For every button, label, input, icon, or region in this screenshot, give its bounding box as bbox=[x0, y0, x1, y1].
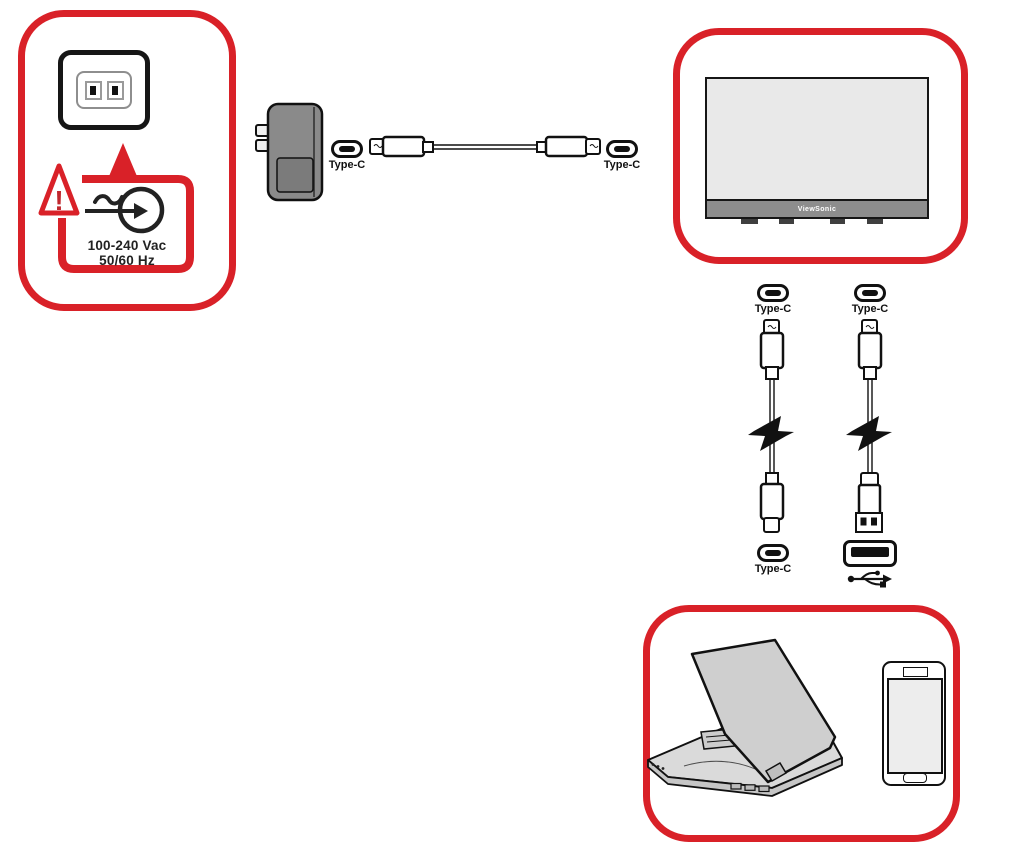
power-source-callout-box bbox=[18, 10, 236, 311]
type-c-port-icon bbox=[757, 544, 789, 562]
usb-trident-icon bbox=[847, 570, 892, 588]
type-c-port-icon bbox=[606, 140, 638, 158]
connector-body-top bbox=[759, 331, 785, 370]
laptop-lid bbox=[690, 638, 837, 784]
type-c-pin-bar bbox=[765, 550, 781, 556]
monitor-foot bbox=[867, 219, 883, 224]
cable-wire bbox=[433, 144, 538, 150]
type-c-pin-bar bbox=[862, 290, 878, 296]
connector-body-top bbox=[857, 331, 883, 370]
power-outlet-icon bbox=[58, 50, 150, 130]
usb-a-port-icon bbox=[843, 540, 897, 567]
connector-body-bottom bbox=[759, 482, 785, 521]
laptop-led bbox=[656, 765, 660, 768]
laptop-port bbox=[744, 784, 756, 791]
laptop-hinge bbox=[764, 761, 788, 783]
laptop-port bbox=[730, 782, 742, 790]
warning-triangle-icon: ! bbox=[38, 163, 80, 216]
type-c-port-icon bbox=[757, 284, 789, 302]
devices-callout-box bbox=[643, 605, 960, 842]
phone-speaker bbox=[903, 667, 928, 677]
monitor-callout-box bbox=[673, 28, 968, 264]
type-c-pin-bar bbox=[614, 146, 630, 152]
usb-a-hole bbox=[860, 517, 867, 526]
tip-mark-right bbox=[589, 144, 599, 148]
usb-a-hole bbox=[871, 517, 877, 526]
phone-home-button bbox=[903, 773, 927, 783]
monitor-foot bbox=[830, 219, 845, 224]
connector-neck-top bbox=[765, 366, 779, 380]
laptop-led bbox=[651, 763, 655, 766]
warning-exclamation: ! bbox=[54, 185, 63, 216]
smartphone-icon bbox=[882, 661, 946, 786]
tip-mark bbox=[865, 325, 875, 329]
adapter-label-plate bbox=[276, 157, 314, 193]
connector-body-left bbox=[381, 135, 426, 158]
type-c-charging-cable-icon bbox=[748, 319, 794, 533]
connector-body-right bbox=[544, 135, 589, 158]
arrow-head bbox=[134, 203, 148, 219]
type-c-pin-bar bbox=[339, 146, 355, 152]
phone-screen bbox=[887, 678, 943, 774]
monitor: ViewSonic bbox=[705, 77, 929, 219]
power-adapter-icon bbox=[255, 102, 324, 202]
type-c-port-icon bbox=[331, 140, 363, 158]
up-arrow-icon bbox=[107, 143, 139, 181]
ac-rating-border-icon bbox=[58, 143, 194, 273]
connector-tip-right bbox=[585, 138, 601, 155]
voltage-rating-line1: 100-240 Vac bbox=[87, 238, 167, 253]
laptop-led bbox=[661, 767, 665, 770]
type-c-label: Type-C bbox=[603, 159, 641, 171]
type-c-cable-icon bbox=[369, 135, 601, 158]
usb-a-metal-shell bbox=[855, 512, 883, 533]
monitor-foot bbox=[779, 219, 794, 224]
type-c-label: Type-C bbox=[754, 563, 792, 575]
usb-a-pin-bar bbox=[851, 547, 889, 557]
laptop-port bbox=[758, 785, 770, 793]
outlet-slot-left bbox=[84, 80, 102, 100]
tip-mark-left bbox=[373, 144, 383, 148]
outlet-slot-right bbox=[106, 80, 124, 100]
lightning-bolt-icon bbox=[748, 416, 794, 451]
type-c-label: Type-C bbox=[851, 303, 889, 315]
monitor-bottom-bar: ViewSonic bbox=[707, 199, 927, 217]
laptop-base-front bbox=[647, 757, 843, 797]
tilde-icon bbox=[93, 194, 124, 206]
monitor-foot bbox=[741, 219, 758, 224]
monitor-brand-logo: ViewSonic bbox=[797, 205, 837, 213]
ac-input-icon bbox=[85, 186, 165, 234]
type-c-pin-bar bbox=[765, 290, 781, 296]
outlet-pin-right bbox=[112, 85, 118, 95]
lightning-bolt-icon bbox=[846, 416, 892, 451]
usb-a-body bbox=[857, 483, 882, 516]
connector-neck-left bbox=[422, 141, 434, 153]
laptop-icon bbox=[647, 638, 843, 797]
voltage-rating-line2: 50/60 Hz bbox=[99, 253, 155, 268]
type-c-label: Type-C bbox=[754, 303, 792, 315]
type-c-to-usb-a-charging-cable-icon bbox=[846, 319, 892, 533]
outlet-plate bbox=[76, 71, 132, 109]
connector-tip-bottom bbox=[763, 517, 780, 533]
type-c-label: Type-C bbox=[328, 159, 366, 171]
tip-mark bbox=[767, 325, 777, 329]
type-c-port-icon bbox=[854, 284, 886, 302]
outlet-pin-left bbox=[90, 85, 96, 95]
connector-neck-top bbox=[863, 366, 877, 380]
